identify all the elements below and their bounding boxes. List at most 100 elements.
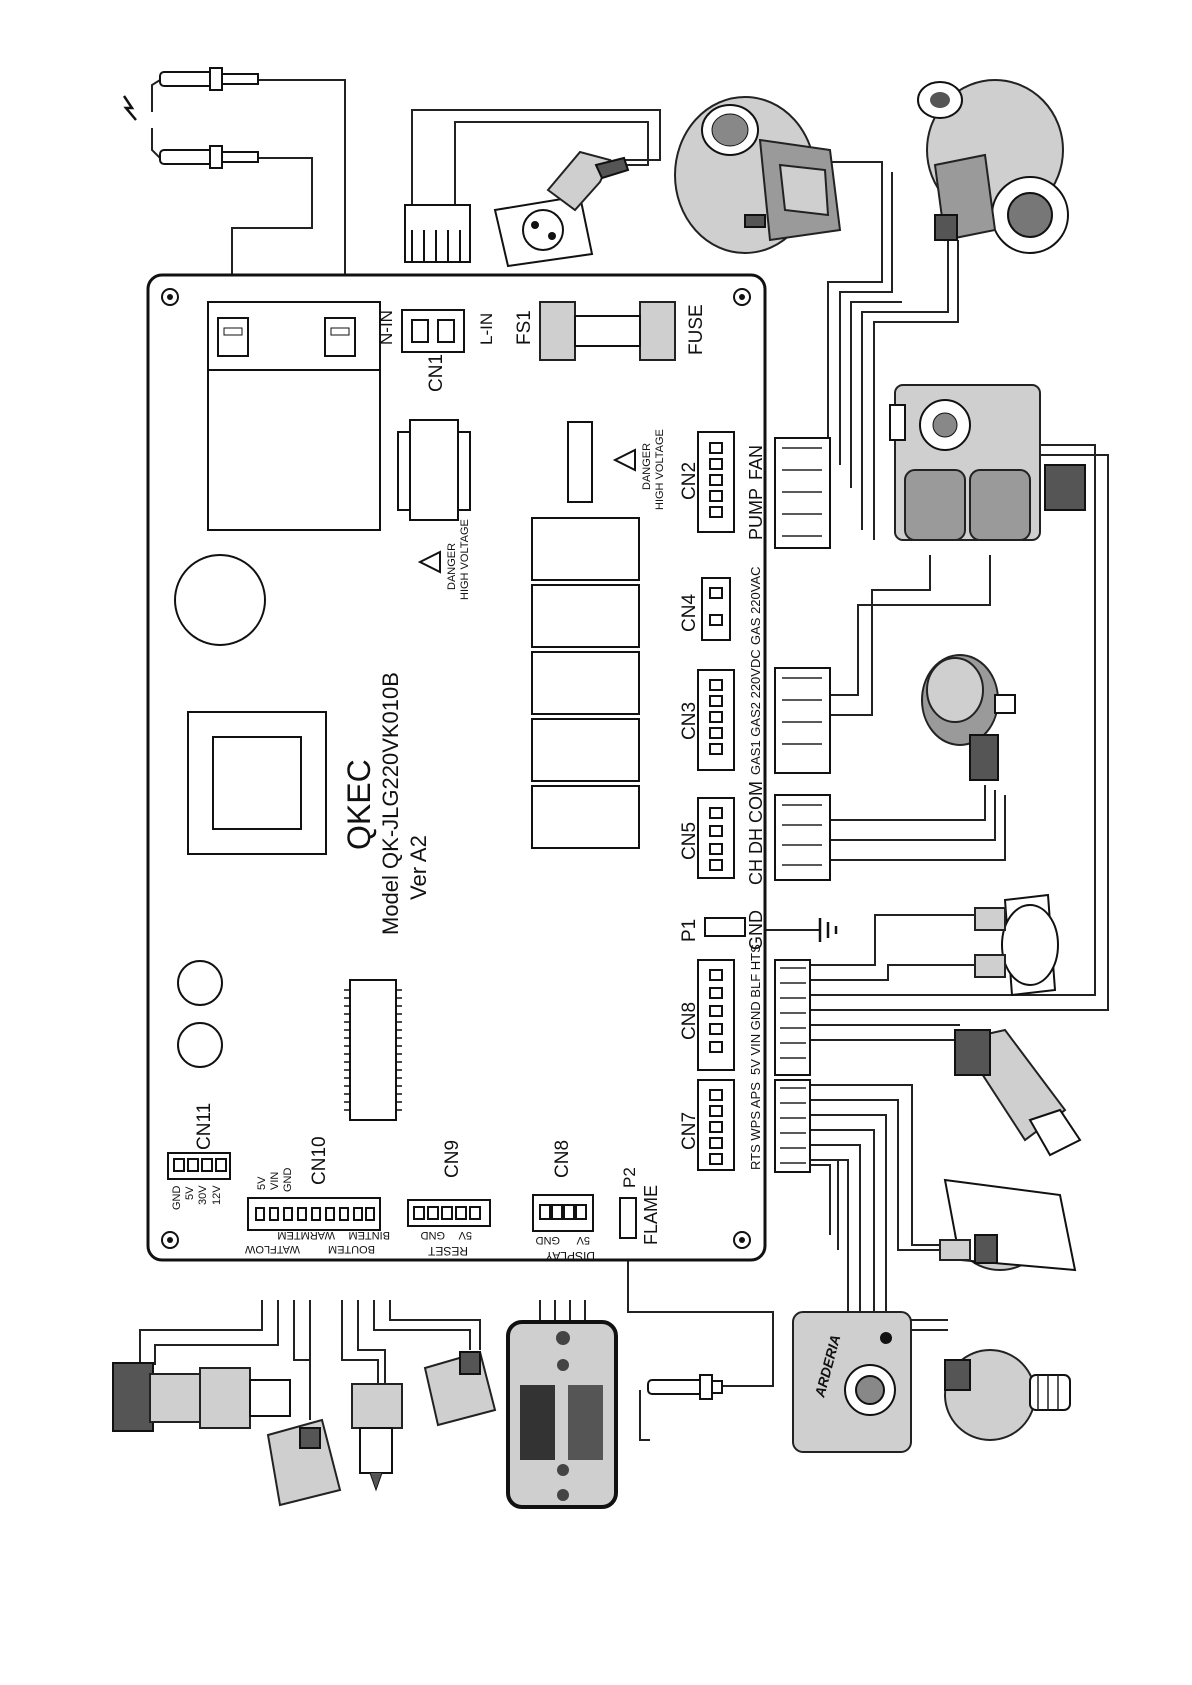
- cn9-reset-label: RESET: [427, 1244, 468, 1258]
- buzzer-2: [177, 1022, 223, 1068]
- cn7-plug: [774, 1079, 811, 1173]
- brand-label: QKEC: [341, 759, 377, 850]
- p1-terminal: [704, 917, 746, 937]
- fuse-label: FUSE: [686, 304, 707, 355]
- cn9-gnd-label: GND: [421, 1229, 446, 1241]
- flame-label: FLAME: [641, 1185, 661, 1245]
- cn4-label: CN4: [679, 594, 700, 632]
- cn2-label: CN2: [679, 462, 700, 500]
- water-pressure-sensor: [954, 1028, 1082, 1157]
- resistor: [567, 421, 593, 503]
- cn7-label: CN7: [679, 1112, 700, 1150]
- cn10-connector: [247, 1197, 381, 1231]
- cn2-plug: [774, 437, 831, 549]
- p2-label: P2: [620, 1167, 639, 1188]
- cn10-gnd-label: GND: [282, 1168, 294, 1193]
- cn10-label: CN10: [309, 1136, 330, 1185]
- ntc-sensor-3: [423, 1350, 497, 1427]
- ntc-sensor-1: [266, 1418, 342, 1507]
- cn5-connector: [697, 797, 735, 879]
- cn11-5v-label: 5V: [184, 1186, 196, 1200]
- cn10-watflow-label: WATFLOW: [244, 1243, 300, 1255]
- dhw-temperature-sensor: [944, 1349, 1071, 1441]
- cn7-connector: [697, 1079, 735, 1171]
- cn10-vin-label: VIN: [269, 1172, 281, 1190]
- wires: [139, 79, 1109, 1420]
- ignition-transformer: [207, 301, 381, 531]
- ground-symbol-icon: [818, 918, 838, 942]
- cn10-bintem-label: BINTEM: [348, 1229, 390, 1241]
- cn8-gnd-label: GND: [536, 1234, 561, 1246]
- gas-valve: [889, 384, 1086, 541]
- cn10-boutem-label: BOUTEM: [328, 1243, 375, 1255]
- cn5-plug: [774, 794, 831, 881]
- version-label: Ver A2: [406, 835, 431, 900]
- cn8-bottom-label: CN8: [552, 1140, 573, 1178]
- capacitor: [174, 554, 266, 646]
- cn4-pins-label: GAS 220VAC: [748, 566, 763, 645]
- model-label: Model QK-JLG220VK010B: [378, 672, 403, 935]
- fan-blower: [674, 96, 842, 254]
- buzzer-1: [177, 960, 223, 1006]
- ntc-sensor-2: [351, 1383, 403, 1492]
- cn9-label: CN9: [442, 1140, 463, 1178]
- cn3-pins-label: GAS1 GAS2 220VDC: [748, 649, 763, 775]
- power-plug: [404, 150, 630, 268]
- cn1-l-in-label: L-IN: [477, 313, 496, 345]
- cn10-warmtem-label: WARMTEM: [277, 1229, 335, 1241]
- pump-label: PUMP: [746, 488, 766, 540]
- microcontroller-chip: [344, 979, 402, 1121]
- cn11-label: CN11: [194, 1103, 215, 1150]
- cn8-5v-label: 5V: [576, 1234, 590, 1246]
- spark-icon: [122, 95, 137, 121]
- cn4-connector: [701, 577, 731, 641]
- flame-sensor-electrode: [639, 1374, 723, 1441]
- p2-terminal: [619, 1197, 637, 1239]
- relay-bank: [531, 517, 640, 849]
- svg-text:HIGH VOLTAGE: HIGH VOLTAGE: [459, 519, 471, 600]
- p1-label: P1: [679, 919, 700, 942]
- circulation-pump: [917, 79, 1069, 254]
- cn11-30v-label: 30V: [197, 1185, 209, 1205]
- fan-label: FAN: [746, 445, 766, 480]
- cn11-connector: [167, 1152, 231, 1180]
- fuse-fs1: [539, 301, 676, 361]
- display-panel: [506, 1320, 618, 1509]
- power-transformer: [187, 711, 327, 855]
- pressure-switch: [921, 654, 1016, 781]
- cn8-display-label: DISPLAY: [545, 1249, 595, 1263]
- cn8-display-connector: [532, 1194, 594, 1232]
- cn3-plug: [774, 667, 831, 774]
- svg-text:DANGER: DANGER: [446, 543, 458, 590]
- cn5-pins-label: CH DH COM: [746, 781, 766, 885]
- cn2-connector: [697, 431, 735, 533]
- cn7-pins-label: RTS WPS APS: [748, 1082, 763, 1170]
- high-voltage-warning-2: DANGER HIGH VOLTAGE: [612, 429, 666, 510]
- cn5-label: CN5: [679, 822, 700, 860]
- high-voltage-warning: DANGER HIGH VOLTAGE: [417, 519, 471, 600]
- room-thermostat: ARDERIA: [792, 1311, 912, 1453]
- flow-sensor: [112, 1362, 291, 1432]
- cn8-right-plug: [774, 959, 811, 1076]
- water-pressure-switch: [939, 1178, 1077, 1272]
- ignition-electrodes: [122, 67, 259, 169]
- cn11-12v-label: 12V: [211, 1185, 223, 1205]
- cn3-label: CN3: [679, 702, 700, 740]
- cn10-5v-label: 5V: [256, 1176, 268, 1190]
- cn9-connector: [407, 1199, 491, 1227]
- gnd-label: GND: [746, 910, 766, 950]
- svg-text:HIGH VOLTAGE: HIGH VOLTAGE: [654, 429, 666, 510]
- cn11-gnd-label: GND: [171, 1186, 183, 1211]
- cn9-5v-label: 5V: [458, 1229, 472, 1241]
- control-board: N-IN L-IN CN1 FS1 FUSE DANGER HIGH VOLTA…: [146, 273, 831, 1263]
- overheat-thermostat: [974, 893, 1059, 997]
- cn3-connector: [697, 669, 735, 771]
- cn1-label: CN1: [426, 354, 447, 392]
- svg-text:DANGER: DANGER: [641, 443, 653, 490]
- fs1-label: FS1: [514, 310, 535, 345]
- cn8-right-pins-label: 5V VIN GND BLF HTS: [748, 944, 763, 1075]
- cn8-sensor-connector: [697, 959, 735, 1071]
- mounting-hole: [161, 288, 751, 1249]
- cn1-n-in-label: N-IN: [377, 310, 396, 345]
